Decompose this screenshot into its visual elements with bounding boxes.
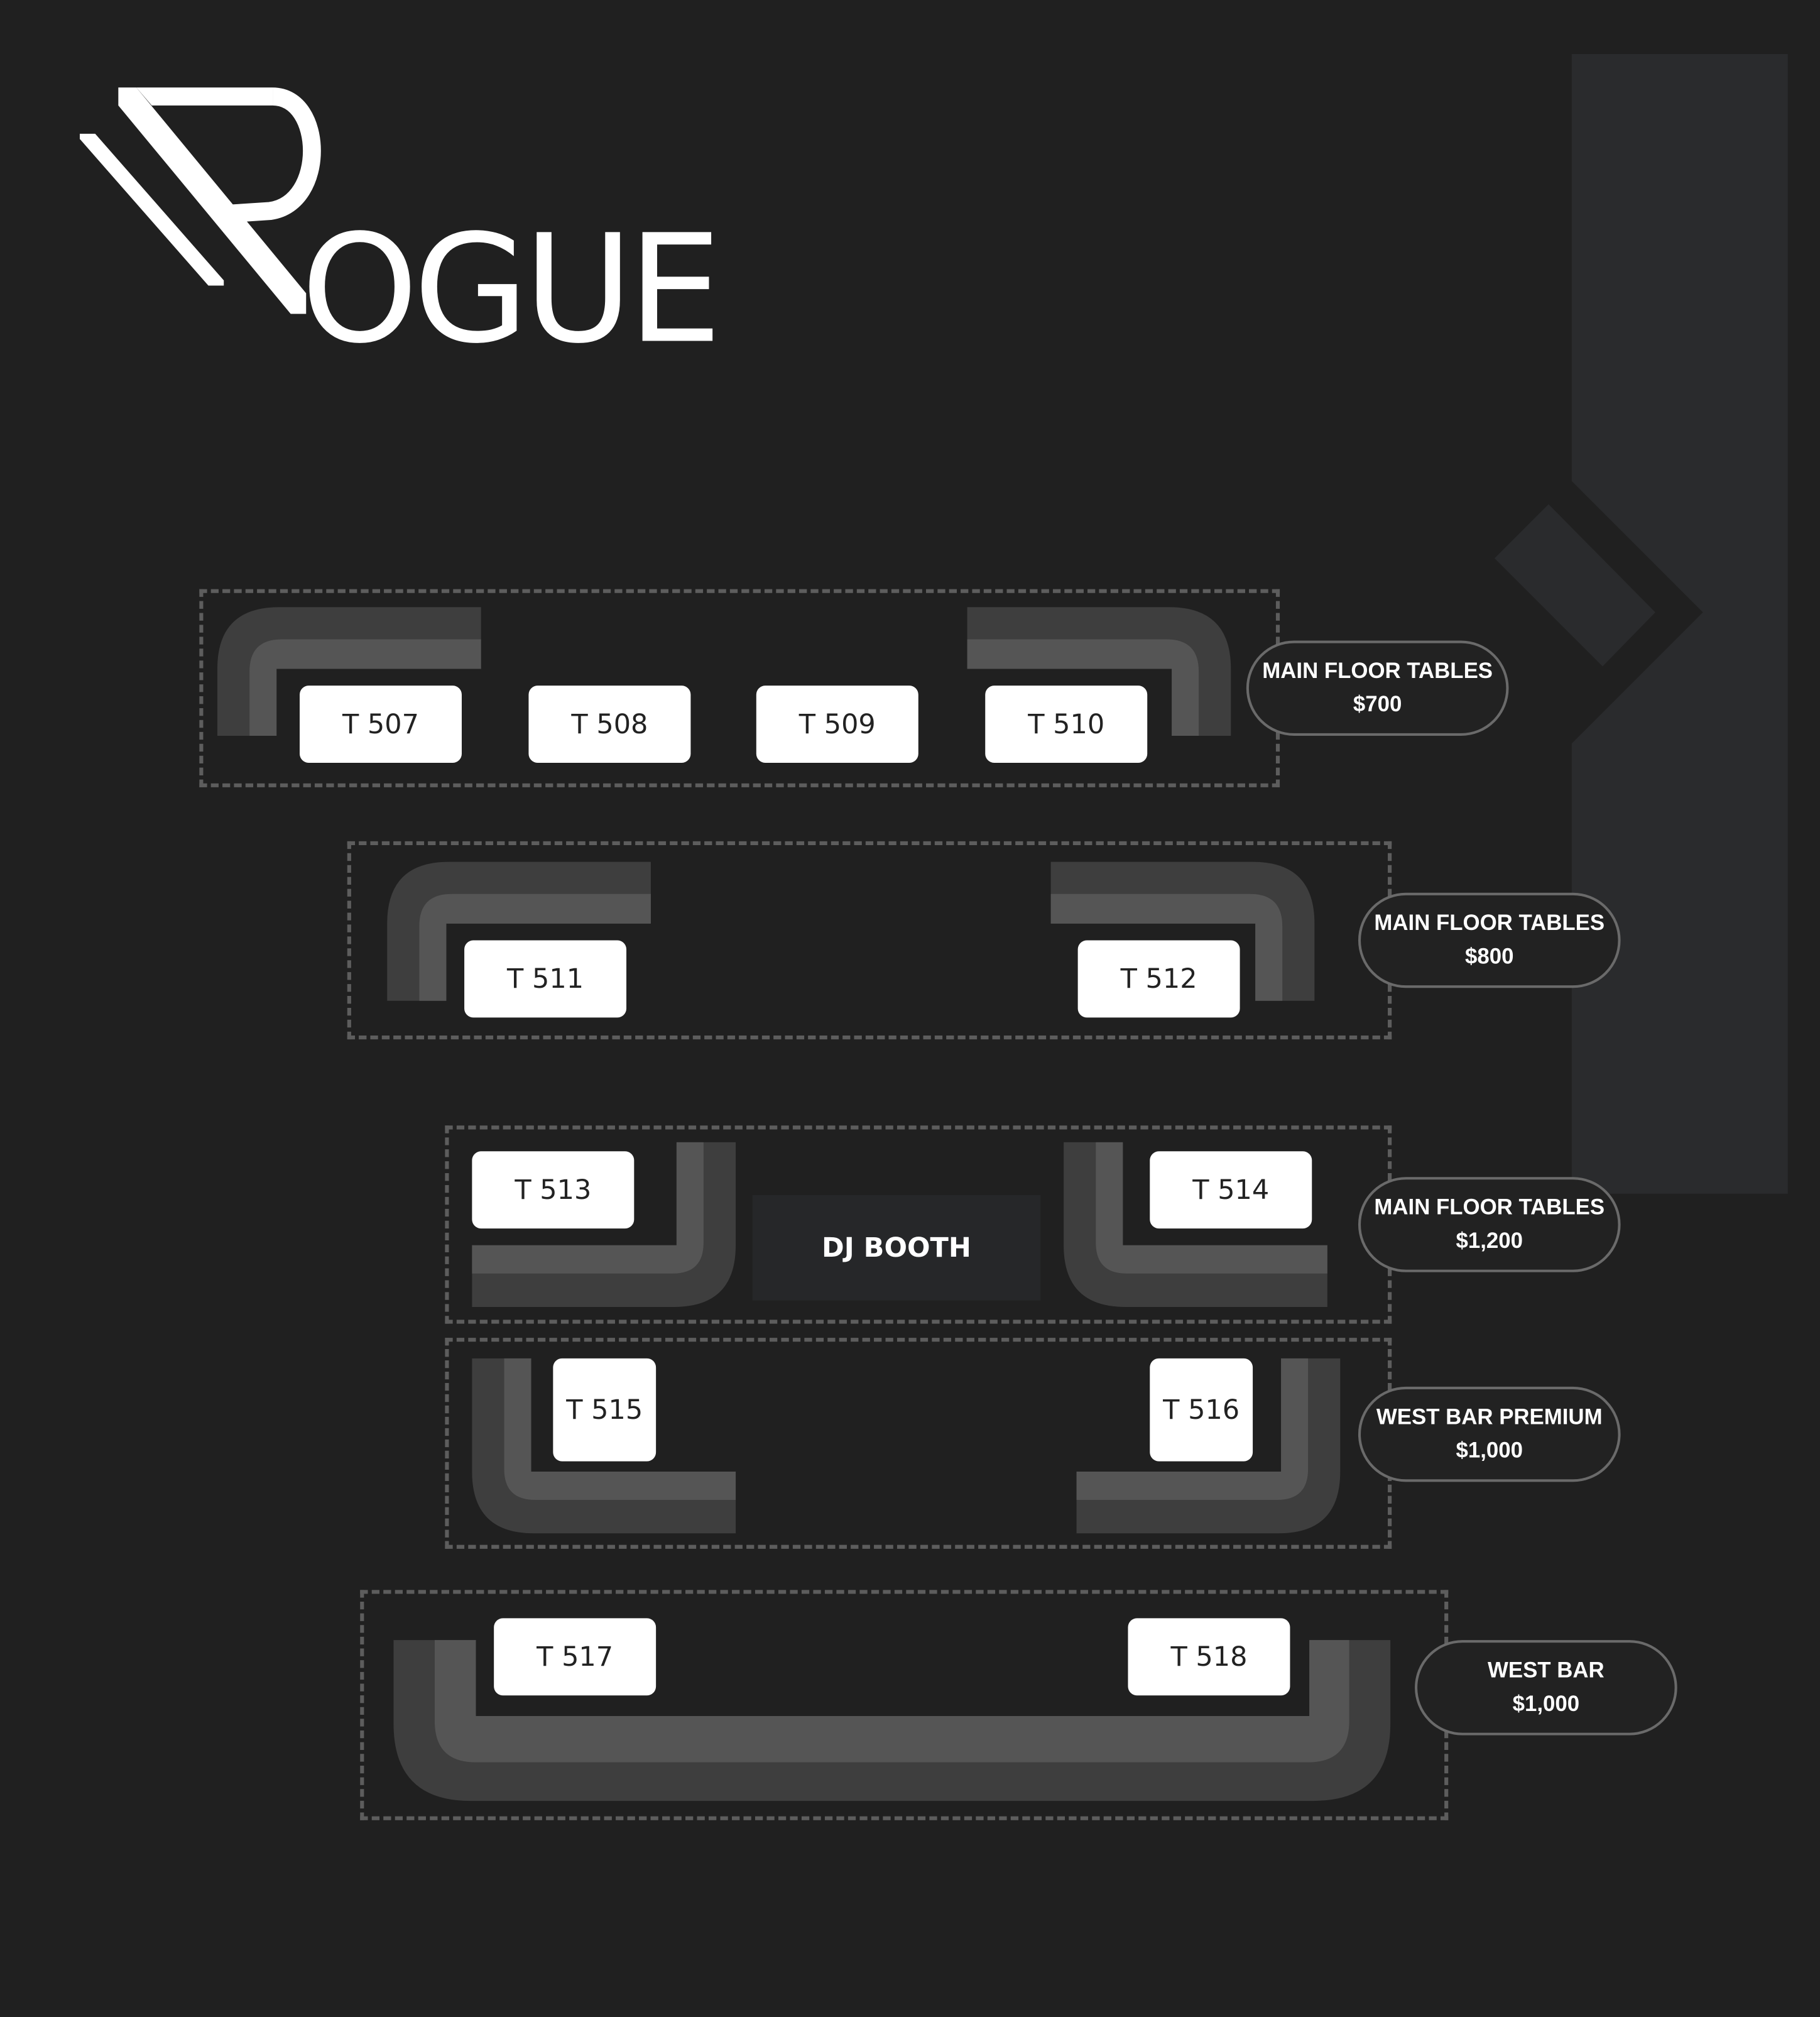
section-price: $700: [1353, 692, 1402, 717]
booth-left-row3-inner: [472, 1142, 704, 1274]
price-tag-west-bar-premium[interactable]: WEST BAR PREMIUM $1,000: [1358, 1386, 1621, 1482]
section-price: $1,000: [1456, 1438, 1523, 1463]
booth-left-row1-inner: [249, 639, 481, 736]
price-tag-main-floor-1200[interactable]: MAIN FLOOR TABLES $1,200: [1358, 1177, 1621, 1272]
price-tag-main-floor-700[interactable]: MAIN FLOOR TABLES $700: [1246, 640, 1509, 736]
table-t507[interactable]: T 507: [300, 686, 462, 763]
section-name: WEST BAR PREMIUM: [1376, 1404, 1603, 1429]
rogue-logo-mark: [79, 87, 321, 314]
table-t517[interactable]: T 517: [494, 1618, 657, 1696]
section-price: $1,000: [1512, 1692, 1580, 1716]
table-t510[interactable]: T 510: [985, 686, 1148, 763]
price-tag-west-bar[interactable]: WEST BAR $1,000: [1415, 1640, 1677, 1735]
section-name: WEST BAR: [1488, 1658, 1605, 1683]
section-name: MAIN FLOOR TABLES: [1374, 1194, 1605, 1220]
booth-right-row1-inner: [967, 639, 1199, 736]
table-t518[interactable]: T 518: [1128, 1618, 1290, 1696]
table-t512[interactable]: T 512: [1077, 940, 1240, 1018]
building-wall-panel: [1571, 53, 1788, 1194]
table-t511[interactable]: T 511: [464, 940, 627, 1018]
table-t515[interactable]: T 515: [553, 1358, 657, 1462]
table-t509[interactable]: T 509: [756, 686, 918, 763]
logo-wordmark: OGUE: [301, 203, 722, 377]
west-bar-counter-inner: [434, 1640, 1349, 1763]
table-t516[interactable]: T 516: [1150, 1358, 1253, 1462]
booth-right-row3-inner: [1096, 1142, 1327, 1274]
section-price: $1,200: [1456, 1228, 1523, 1253]
section-price: $800: [1465, 944, 1514, 969]
table-t513[interactable]: T 513: [472, 1151, 635, 1229]
booth-right-row4-inner: [1076, 1358, 1309, 1500]
rogue-logo: OGUE: [79, 85, 723, 364]
dj-booth: DJ BOOTH: [752, 1194, 1041, 1301]
booth-right-row2-inner: [1050, 894, 1283, 1001]
booth-left-row2-inner: [419, 894, 651, 1001]
price-tag-main-floor-800[interactable]: MAIN FLOOR TABLES $800: [1358, 892, 1621, 988]
building-diamond-mark: [1494, 504, 1655, 667]
booth-left-row4-inner: [504, 1358, 736, 1500]
section-name: MAIN FLOOR TABLES: [1374, 910, 1605, 936]
table-t508[interactable]: T 508: [528, 686, 691, 763]
section-name: MAIN FLOOR TABLES: [1262, 659, 1493, 684]
table-t514[interactable]: T 514: [1150, 1151, 1312, 1229]
